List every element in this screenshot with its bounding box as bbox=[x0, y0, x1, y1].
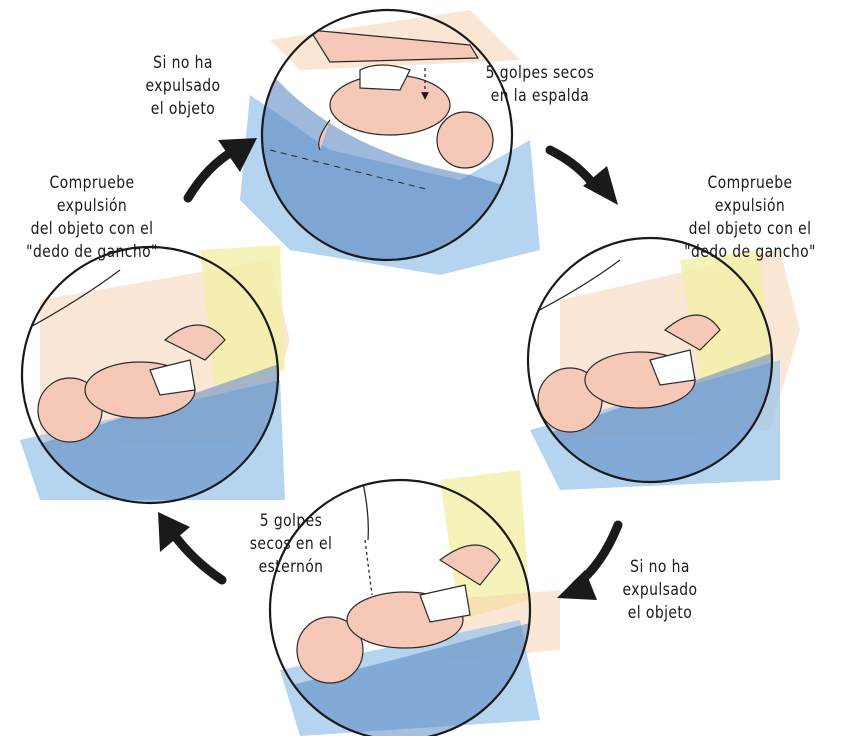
check-left-scene bbox=[20, 245, 290, 510]
not-expelled-top-line-1: Si no ha bbox=[130, 52, 237, 75]
check-left-line-4: "dedo de gancho" bbox=[10, 241, 174, 264]
check-right-line-4: "dedo de gancho" bbox=[668, 241, 832, 264]
yellow-wash bbox=[200, 245, 285, 385]
chest-thrusts-line-2: secos en el bbox=[238, 533, 345, 556]
check-right-line-2: expulsión bbox=[668, 195, 832, 218]
not-expelled-bottom-line-2: expulsado bbox=[607, 579, 714, 602]
adult-fingers bbox=[360, 470, 368, 540]
check-right-scene bbox=[520, 238, 800, 500]
baby-head bbox=[437, 112, 493, 168]
diaper bbox=[360, 65, 410, 90]
back-blows-line-2: en la espalda bbox=[466, 85, 614, 108]
not-expelled-top-label: Si no ha expulsado el objeto bbox=[130, 52, 237, 121]
not-expelled-bottom-label: Si no ha expulsado el objeto bbox=[607, 556, 714, 625]
back-blows-scene bbox=[240, 10, 540, 280]
chest-thrusts-line-3: esternón bbox=[238, 556, 345, 579]
not-expelled-top-line-2: expulsado bbox=[130, 75, 237, 98]
not-expelled-bottom-line-1: Si no ha bbox=[607, 556, 714, 579]
back-blows-label: 5 golpes secos en la espalda bbox=[466, 62, 614, 108]
chest-thrusts-label: 5 golpes secos en el esternón bbox=[238, 510, 345, 579]
check-left-line-3: del objeto con el bbox=[10, 218, 174, 241]
chest-thrusts-line-1: 5 golpes bbox=[238, 510, 345, 533]
arrow-bottom-left bbox=[158, 512, 222, 580]
check-left-label: Compruebe expulsión del objeto con el "d… bbox=[10, 172, 174, 264]
check-left-line-1: Compruebe bbox=[10, 172, 174, 195]
diaper bbox=[420, 585, 470, 622]
not-expelled-top-line-3: el objeto bbox=[130, 98, 237, 121]
thrust-direction-line bbox=[365, 540, 372, 595]
arrow-top-right bbox=[550, 150, 618, 205]
not-expelled-bottom-line-3: el objeto bbox=[607, 602, 714, 625]
check-right-line-3: del objeto con el bbox=[668, 218, 832, 241]
check-right-label: Compruebe expulsión del objeto con el "d… bbox=[668, 172, 832, 264]
back-blows-line-1: 5 golpes secos bbox=[466, 62, 614, 85]
check-left-line-2: expulsión bbox=[10, 195, 174, 218]
check-right-line-1: Compruebe bbox=[668, 172, 832, 195]
